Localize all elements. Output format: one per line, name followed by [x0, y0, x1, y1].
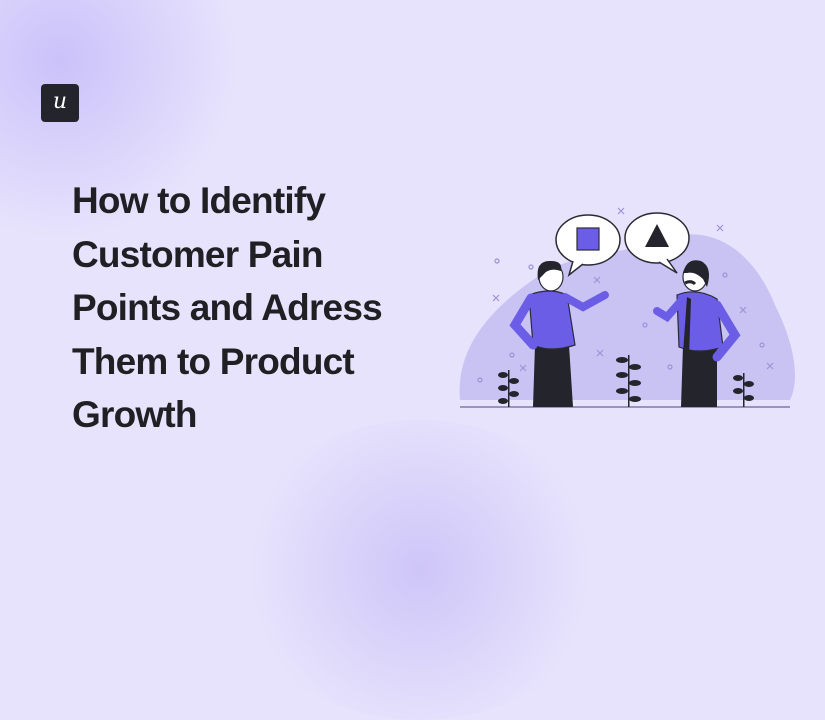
triangle-icon — [645, 224, 669, 247]
logo-letter: u — [52, 88, 68, 114]
title-line-1: How to Identify — [72, 180, 326, 221]
speech-bubble-right — [624, 212, 690, 274]
title-line-3: Points and Adress — [72, 287, 383, 328]
woman-figure — [509, 260, 609, 407]
square-icon — [576, 227, 600, 251]
plants — [498, 355, 754, 407]
page-title: How to Identify Customer Pain Points and… — [72, 174, 432, 442]
speech-bubble-left — [555, 214, 621, 278]
background-glow-bottom — [230, 420, 610, 720]
title-line-4: Them to Product — [72, 340, 355, 382]
man-figure — [653, 260, 741, 407]
brand-logo: u — [41, 84, 79, 122]
conversation-illustration — [459, 207, 795, 408]
title-line-2: Customer Pain — [72, 233, 324, 275]
title-line-5: Growth — [72, 394, 197, 435]
